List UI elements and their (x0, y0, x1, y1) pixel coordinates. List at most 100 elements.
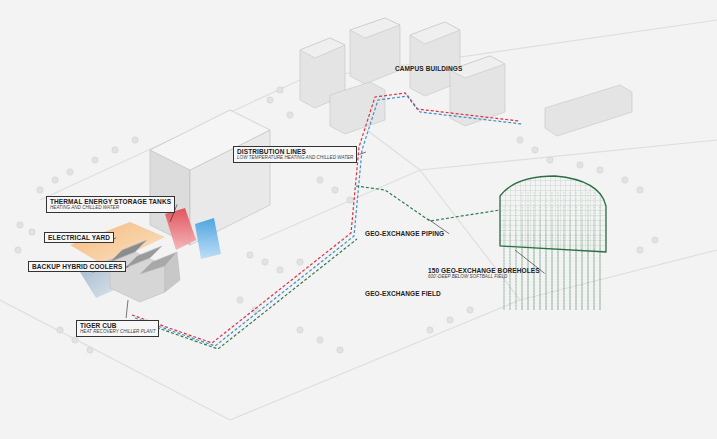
tree (132, 137, 138, 143)
tree (297, 327, 303, 333)
tree (37, 187, 43, 193)
callout-title: GEO-EXCHANGE FIELD (365, 290, 441, 297)
tree (237, 297, 243, 303)
callout-title: DISTRIBUTION LINES (237, 148, 353, 155)
building (545, 85, 632, 136)
callout: BACKUP HYBRID COOLERS (28, 261, 126, 272)
callout: DISTRIBUTION LINESLOW TEMPERATURE HEATIN… (233, 146, 357, 163)
geo-exchange-piping (356, 186, 500, 221)
tree (652, 237, 658, 243)
tree (517, 137, 523, 143)
tree (277, 87, 283, 93)
tree (637, 247, 643, 253)
tree (547, 157, 553, 163)
tree (72, 337, 78, 343)
geo-exchange-field (500, 176, 606, 310)
borehole (528, 248, 529, 310)
tree (597, 167, 603, 173)
tree (297, 259, 303, 265)
pipe-group (132, 93, 522, 349)
tree (317, 177, 323, 183)
tree (15, 247, 21, 253)
borehole (600, 248, 601, 310)
tree (87, 347, 93, 353)
callout: CAMPUS BUILDINGS (392, 64, 465, 73)
borehole (594, 248, 595, 310)
tree (112, 147, 118, 153)
tree (92, 157, 98, 163)
geo-line (138, 239, 357, 349)
building (350, 18, 400, 84)
tree (317, 337, 323, 343)
callout-title: THERMAL ENERGY STORAGE TANKS (50, 198, 171, 205)
leader-line (126, 300, 128, 318)
tree (447, 317, 453, 323)
storage-tank-red (165, 208, 196, 250)
callout-note: 600'-DEEP BELOW SOFTBALL FIELD (428, 274, 540, 279)
tree (467, 307, 473, 313)
borehole (588, 248, 589, 310)
callout-note: LOW TEMPERATURE HEATING AND CHILLED WATE… (237, 155, 353, 160)
tree (277, 267, 283, 273)
borehole (516, 248, 517, 310)
callout-title: ELECTRICAL YARD (48, 234, 110, 241)
tree (247, 252, 253, 258)
tree (267, 97, 273, 103)
borehole (540, 248, 541, 310)
building-roof (350, 18, 400, 38)
callout-title: 150 GEO-EXCHANGE BOREHOLES (428, 267, 540, 274)
tree (332, 187, 338, 193)
tree (427, 327, 433, 333)
borehole (576, 248, 577, 310)
storage-tank-blue (195, 218, 221, 259)
tree (287, 112, 293, 118)
road (230, 250, 717, 420)
tree (622, 177, 628, 183)
callout-title: TIGER CUB (80, 322, 155, 329)
heating-line (132, 93, 519, 343)
building-face (165, 252, 180, 292)
leader-group (92, 152, 545, 318)
field-outline (500, 176, 606, 252)
tree (57, 327, 63, 333)
borehole (558, 248, 559, 310)
road (0, 300, 230, 420)
callout-title: CAMPUS BUILDINGS (395, 65, 462, 72)
callout: GEO-EXCHANGE FIELD (362, 289, 444, 298)
callout-title: GEO-EXCHANGE PIPING (365, 230, 444, 237)
borehole (564, 248, 565, 310)
tree (637, 187, 643, 193)
borehole (546, 248, 547, 310)
tree (532, 147, 538, 153)
campus-buildings (300, 18, 632, 136)
tree (262, 259, 268, 265)
tree (67, 169, 73, 175)
borehole (534, 248, 535, 310)
tree (52, 177, 58, 183)
tree (577, 162, 583, 168)
callout: GEO-EXCHANGE PIPING (362, 229, 447, 238)
callout-title: BACKUP HYBRID COOLERS (32, 263, 122, 270)
building-roof (300, 38, 345, 58)
borehole (510, 248, 511, 310)
building-roof (410, 22, 460, 44)
tree (337, 347, 343, 353)
callout: 150 GEO-EXCHANGE BOREHOLES600'-DEEP BELO… (425, 266, 543, 281)
chilled-water-line (135, 96, 522, 346)
callout: TIGER CUBHEAT RECOVERY CHILLER PLANT (76, 320, 159, 337)
leader-line (359, 152, 366, 154)
tree (29, 229, 35, 235)
callout: ELECTRICAL YARD (44, 232, 114, 243)
borehole (522, 248, 523, 310)
callout-note: HEAT RECOVERY CHILLER PLANT (80, 329, 155, 334)
borehole (552, 248, 553, 310)
borehole (570, 248, 571, 310)
borehole (582, 248, 583, 310)
tree (17, 222, 23, 228)
callout: THERMAL ENERGY STORAGE TANKSHEATING AND … (46, 196, 175, 213)
building (330, 82, 385, 134)
tree (347, 197, 353, 203)
callout-note: HEATING AND CHILLED WATER (50, 205, 171, 210)
